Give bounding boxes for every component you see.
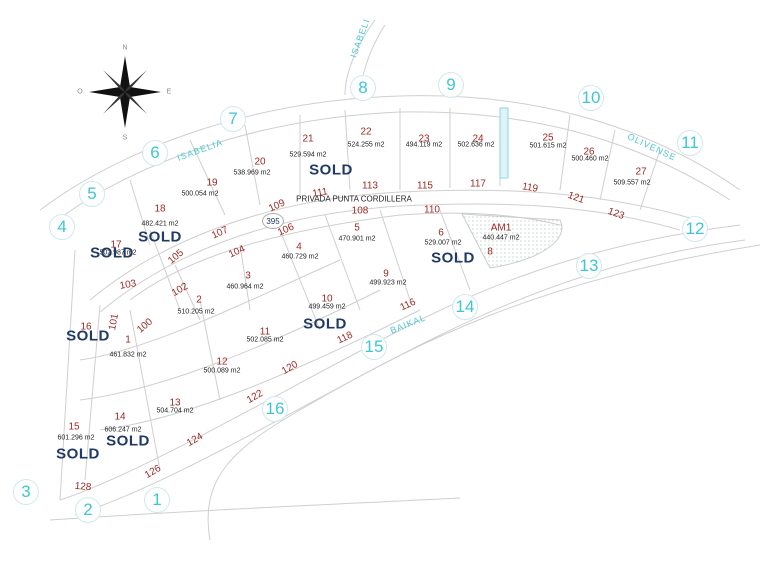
lot-22-area: 524.255 m2 (347, 141, 385, 149)
marker-7: 7 (220, 106, 246, 132)
lot-25-area: 501.615 m2 (529, 142, 567, 150)
lot-2-area: 510.205 m2 (177, 308, 215, 316)
lot-20-number[interactable]: 20 (254, 156, 266, 168)
lot-AM1-number[interactable]: AM1 (490, 222, 512, 234)
lot-6-number[interactable]: 6 (438, 227, 444, 239)
lot-24-number[interactable]: 24 (472, 133, 484, 145)
lot-5-area: 470.901 m2 (338, 235, 376, 243)
lot-27-number[interactable]: 27 (635, 166, 647, 178)
lot-11-number[interactable]: 11 (259, 326, 271, 338)
lot-14-area: 606.247 m2 (104, 426, 142, 434)
lot-17-number[interactable]: 17 (110, 239, 122, 251)
lot-26-area: 500.460 m2 (571, 155, 609, 163)
lot-12-number[interactable]: 12 (216, 356, 228, 368)
lot-17-sold-badge: SOLD (90, 244, 134, 262)
lot-27-area: 509.557 m2 (613, 179, 651, 187)
road-lot-115[interactable]: 115 (417, 180, 433, 192)
compass-north: N (122, 44, 128, 52)
lot-3-area: 460.964 m2 (226, 283, 264, 291)
lot-25-number[interactable]: 25 (542, 132, 554, 144)
road-lot-108[interactable]: 108 (351, 205, 369, 217)
marker-9: 9 (438, 72, 464, 98)
lot-18-number[interactable]: 18 (154, 203, 166, 215)
lot-2-number[interactable]: 2 (196, 294, 202, 306)
lot-19-number[interactable]: 19 (206, 177, 218, 189)
green-strip (499, 107, 509, 179)
lot-1-area: 461.832 m2 (109, 351, 147, 359)
marker-13: 13 (576, 253, 602, 279)
marker-16: 16 (262, 396, 288, 422)
compass-south: S (122, 134, 128, 142)
lot-17-area: 502.987 m2 (99, 249, 137, 257)
marker-12: 12 (682, 216, 708, 242)
lot-18-sold-badge: SOLD (138, 228, 182, 246)
lot-26-number[interactable]: 26 (583, 146, 595, 158)
lot-14-number[interactable]: 14 (114, 411, 126, 423)
lot-3-number[interactable]: 3 (245, 270, 251, 282)
lot-9-number[interactable]: 9 (383, 268, 389, 280)
road-lot-110[interactable]: 110 (424, 204, 440, 216)
marker-15: 15 (361, 334, 387, 360)
lot-15-number[interactable]: 15 (68, 421, 80, 433)
marker-14: 14 (452, 294, 478, 320)
lot-21-number[interactable]: 21 (302, 133, 314, 145)
lot-14-sold-badge: SOLD (106, 432, 150, 450)
lot-6-sold-badge: SOLD (431, 249, 475, 267)
marker-10: 10 (578, 85, 604, 111)
lot-23-number[interactable]: 23 (418, 133, 430, 145)
lot-21-sold-badge: SOLD (309, 161, 353, 179)
marker-1: 1 (144, 487, 170, 513)
lot-10-sold-badge: SOLD (303, 315, 347, 333)
lot-16-number[interactable]: 16 (80, 321, 92, 333)
marker-5: 5 (79, 181, 105, 207)
lot-4-area: 460.729 m2 (281, 253, 319, 261)
lot-23-area: 494.119 m2 (405, 141, 443, 149)
marker-2: 2 (75, 497, 101, 523)
compass-rose-icon (89, 56, 161, 128)
lot-18-area: 482.421 m2 (141, 220, 179, 228)
lot-5-number[interactable]: 5 (354, 222, 360, 234)
lot-1-number[interactable]: 1 (125, 334, 131, 346)
lot-15-area: 601.296 m2 (57, 434, 95, 442)
compass-west: O (77, 88, 83, 96)
lot-4-number[interactable]: 4 (296, 241, 302, 253)
lot-11-area: 502.085 m2 (246, 336, 284, 344)
lot-10-area: 499.459 m2 (308, 303, 346, 311)
lot-16-sold-badge: SOLD (66, 327, 110, 345)
marker-8: 8 (350, 75, 376, 101)
lot-6-area: 529.007 m2 (424, 239, 462, 247)
marker-6: 6 (142, 140, 168, 166)
lot-10-number[interactable]: 10 (321, 293, 333, 305)
marker-4: 4 (49, 214, 75, 240)
lot-20-area: 538.969 m2 (233, 169, 271, 177)
lot-13-number[interactable]: 13 (169, 397, 181, 409)
marker-395: 395 (262, 213, 284, 229)
lot-13-area: 504.704 m2 (156, 407, 194, 415)
marker-11: 11 (677, 130, 703, 156)
road-lot-113[interactable]: 113 (362, 180, 378, 192)
lot-8-number[interactable]: 8 (487, 246, 493, 258)
lot-AM1-area: 440.447 m2 (482, 234, 520, 242)
lot-12-area: 500.089 m2 (203, 367, 241, 375)
compass-east: E (166, 88, 172, 96)
lot-15-sold-badge: SOLD (56, 445, 100, 463)
lot-21-area: 529.594 m2 (289, 151, 327, 159)
lot-22-number[interactable]: 22 (360, 126, 372, 138)
am1-area-hatch (461, 213, 563, 269)
marker-3: 3 (13, 479, 39, 505)
road-lot-128[interactable]: 128 (74, 480, 92, 494)
lot-24-area: 502.636 m2 (457, 141, 495, 149)
street-privada-punta-cordillera: PRIVADA PUNTA CORDILLERA (296, 194, 412, 204)
lot-19-area: 500.054 m2 (181, 190, 219, 198)
road-lot-117[interactable]: 117 (470, 178, 486, 190)
lot-9-area: 499.923 m2 (369, 279, 407, 287)
